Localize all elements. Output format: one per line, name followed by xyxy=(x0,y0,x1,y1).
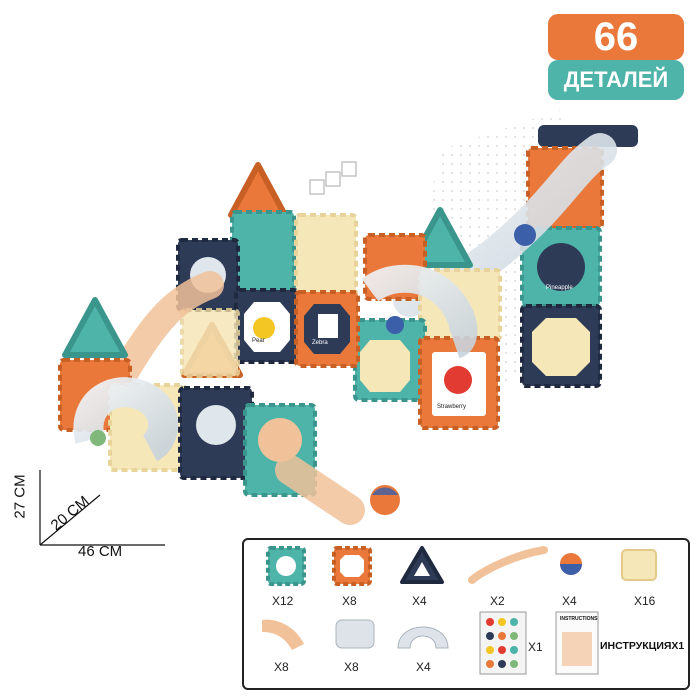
qty-triangle-tile: X4 xyxy=(412,594,427,608)
left-center-cluster xyxy=(176,162,360,378)
width-dimension: 46 CM xyxy=(78,543,123,560)
qty-square-tile: X12 xyxy=(272,594,294,608)
pear-tile-label: Pear xyxy=(252,338,265,344)
strawberry-tile-label: Strawberry xyxy=(437,404,467,410)
piece-count-label: ДЕТАЛЕЙ xyxy=(548,60,684,100)
zebra-tile-label: Zebra xyxy=(312,340,328,346)
qty-instruction-booklet: ИНСТРУКЦИЯX1 xyxy=(600,640,685,652)
straight-slide-icon xyxy=(468,546,548,584)
contents-legend: INSTRUCTIONS X12 X8 X4 X2 X4 X16 X8 X8 X… xyxy=(242,538,690,690)
qty-octagon-tile: X8 xyxy=(342,594,357,608)
u-turn-track-icon xyxy=(397,626,449,649)
curved-track-icon xyxy=(262,619,304,650)
dimension-lines xyxy=(39,470,165,546)
qty-clips: X16 xyxy=(634,594,656,608)
pineapple-tile-label: Pineapple xyxy=(546,285,573,291)
qty-tube-track: X8 xyxy=(344,660,359,674)
qty-marble: X4 xyxy=(562,594,577,608)
cube-outline-icons xyxy=(309,161,357,195)
qty-curved-track: X8 xyxy=(274,660,289,674)
qty-sticker-sheet: X1 xyxy=(528,640,543,654)
tube-track-icon xyxy=(335,619,375,649)
qty-u-turn-track: X4 xyxy=(416,660,431,674)
booklet-title: INSTRUCTIONS xyxy=(560,616,598,622)
piece-count-badge: 66 xyxy=(548,14,684,60)
qty-straight-slide: X2 xyxy=(490,594,505,608)
connector-clips-icon xyxy=(621,549,657,581)
height-dimension: 27 CM xyxy=(11,474,29,519)
